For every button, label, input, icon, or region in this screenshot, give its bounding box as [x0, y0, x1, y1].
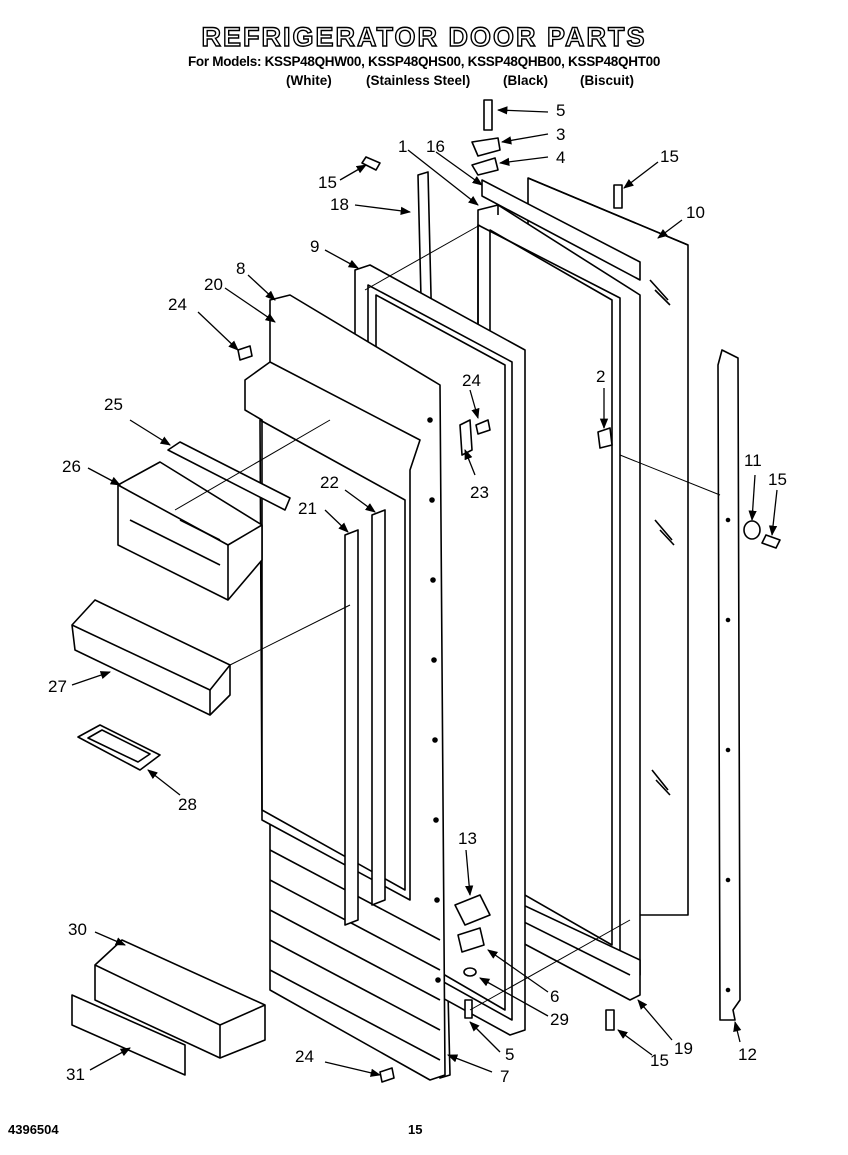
callout-24-bottom: 24	[295, 1047, 314, 1066]
callout-5-bottom: 5	[505, 1045, 514, 1064]
callout-23: 23	[470, 483, 489, 502]
callout-22: 22	[320, 473, 339, 492]
page-title: REFRIGERATOR DOOR PARTS	[201, 21, 647, 52]
tray-28	[77, 724, 161, 771]
callout-31: 31	[66, 1065, 85, 1084]
screw-24-bottom	[379, 1067, 395, 1083]
bottom-hinge-13	[454, 894, 491, 926]
rail-22	[371, 509, 386, 906]
callout-27: 27	[48, 677, 67, 696]
callout-2: 2	[596, 367, 605, 386]
callout-26: 26	[62, 457, 81, 476]
screw-15-top-right	[613, 184, 623, 209]
callout-15-top-left: 15	[318, 173, 337, 192]
callout-24-left: 24	[168, 295, 187, 314]
callout-16: 16	[426, 137, 445, 156]
leader-lines	[71, 106, 778, 1077]
finish-black: (Black)	[503, 73, 549, 88]
callout-20: 20	[204, 275, 223, 294]
screw-15-top-left	[361, 156, 381, 171]
callout-4: 4	[556, 148, 565, 167]
washer-12	[743, 520, 761, 540]
clip-2	[597, 427, 613, 449]
finish-stainless: (Stainless Steel)	[366, 73, 471, 88]
callout-15-bottom: 15	[650, 1051, 669, 1070]
shelf-rail-25	[167, 441, 291, 511]
callout-7: 7	[500, 1067, 509, 1086]
callout-8: 8	[236, 259, 245, 278]
bracket-23	[459, 419, 473, 456]
bushing-29	[463, 967, 477, 977]
callout-28: 28	[178, 795, 197, 814]
screw-15-bottom	[605, 1009, 615, 1031]
dairy-bin-26	[117, 461, 263, 601]
models-line: For Models: KSSP48QHW00, KSSP48QHS00, KS…	[187, 54, 661, 69]
callout-29: 29	[550, 1010, 569, 1029]
callout-10: 10	[686, 203, 705, 222]
callout-11: 12	[738, 1045, 757, 1064]
screw-5-bottom	[464, 999, 473, 1019]
callout-12: 11	[744, 451, 762, 470]
finish-white: (White)	[286, 73, 332, 88]
hinge-3	[471, 137, 501, 157]
callout-30: 30	[68, 920, 87, 939]
callout-1: 1	[398, 137, 407, 156]
top-channel-16	[481, 179, 641, 281]
callout-3: 3	[556, 125, 565, 144]
hinge-pin-6	[457, 927, 485, 953]
callout-5-top: 5	[556, 101, 565, 120]
door-bin-27	[71, 599, 231, 716]
callout-13: 13	[458, 829, 477, 848]
finish-biscuit: (Biscuit)	[580, 73, 634, 88]
callout-15-right: 15	[768, 470, 787, 489]
callout-25: 25	[104, 395, 123, 414]
screw-15-right	[761, 534, 781, 549]
trim-strip-11	[717, 349, 741, 1021]
callout-15-top-right: 15	[660, 147, 679, 166]
screw-24-left	[237, 345, 253, 361]
hinge-shim-4	[471, 157, 499, 176]
callout-6: 6	[550, 987, 559, 1006]
rail-21	[344, 529, 359, 926]
trim-31	[71, 994, 186, 1076]
screw-5-top	[483, 99, 493, 131]
document-number: 4396504	[8, 1122, 59, 1137]
page-number: 15	[408, 1122, 423, 1137]
callout-19: 19	[674, 1039, 693, 1058]
callout-18: 18	[330, 195, 349, 214]
callout-21: 21	[298, 499, 317, 518]
callout-9: 9	[310, 237, 319, 256]
callout-24-middle: 24	[462, 371, 481, 390]
screw-24-middle	[475, 419, 491, 435]
